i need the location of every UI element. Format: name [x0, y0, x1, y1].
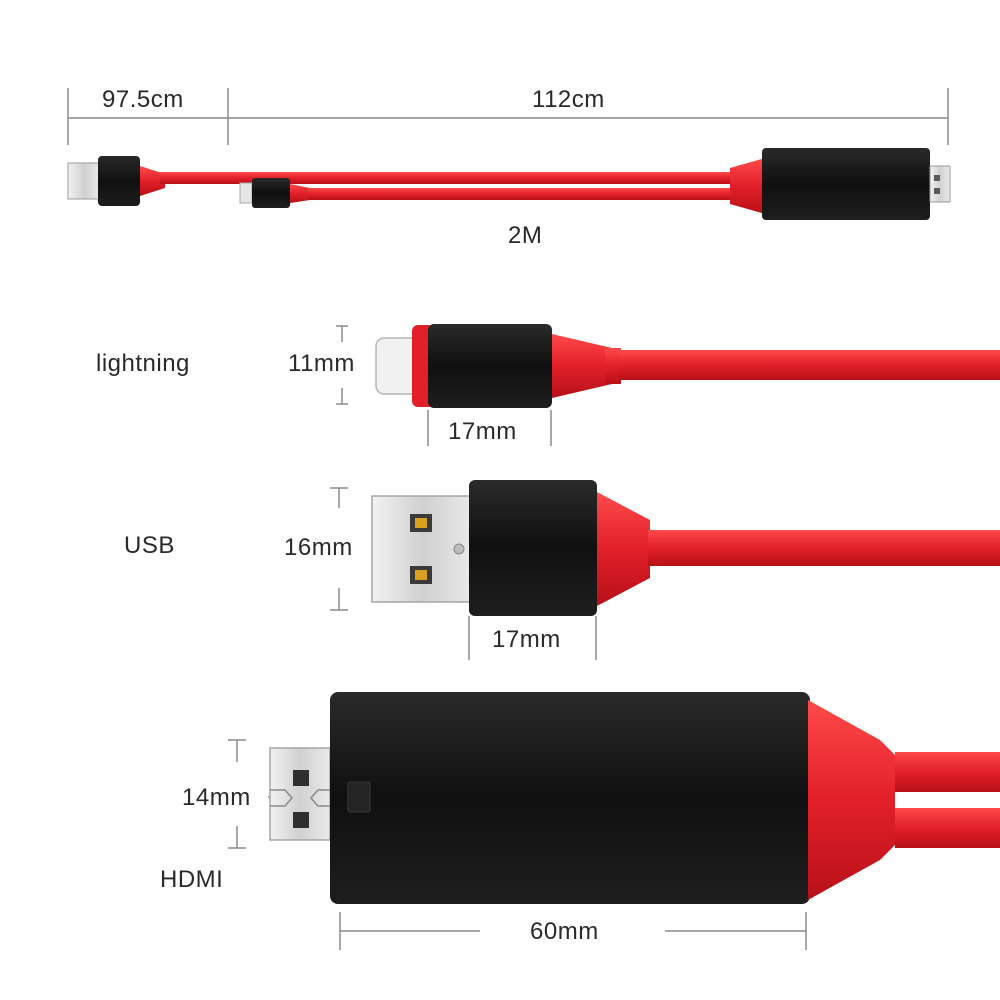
usb-detail: [330, 480, 1000, 660]
usb-segment-length-label: 97.5cm: [102, 86, 184, 113]
usb-name-label: USB: [124, 532, 175, 559]
usb-body: [469, 480, 597, 616]
hdmi-detail: [228, 692, 1000, 950]
lightning-wire: [618, 350, 1000, 380]
hdmi-name-label: HDMI: [160, 866, 224, 893]
lightning-body: [428, 324, 552, 408]
overview-bottom-wire: [308, 188, 735, 200]
main-segment-length-label: 112cm: [532, 86, 605, 113]
hdmi-strain-relief: [808, 700, 900, 900]
usb-strain-relief: [597, 492, 650, 606]
overview-usb-body: [98, 156, 140, 206]
total-length-label: 2M: [508, 222, 543, 249]
overview-cable: [67, 148, 951, 220]
lightning-width-label: 17mm: [448, 418, 517, 445]
overview-lightning-body: [252, 178, 290, 208]
overview-top-wire: [160, 172, 735, 184]
hdmi-width-label: 60mm: [530, 918, 599, 945]
hdmi-wire-top: [895, 752, 1000, 792]
overview-usb-strain-relief: [140, 166, 165, 196]
usb-wire: [648, 530, 1000, 566]
overview-usb-metal: [67, 162, 101, 200]
overview-lightning-strain: [290, 184, 310, 203]
lightning-name-label: lightning: [96, 350, 190, 377]
lightning-detail: [336, 324, 1000, 446]
overview-hdmi-metal: [929, 165, 951, 203]
overview-hdmi-body: [762, 148, 930, 220]
usb-height-label: 16mm: [284, 534, 353, 561]
overview-hdmi-strain: [730, 158, 765, 214]
lightning-strain-relief: [552, 334, 612, 398]
usb-width-label: 17mm: [492, 626, 561, 653]
hdmi-body: [330, 692, 810, 904]
hdmi-height-label: 14mm: [182, 784, 251, 811]
lightning-height-label: 11mm: [288, 350, 355, 377]
overview-lightning-metal: [239, 182, 253, 204]
hdmi-wire-bottom: [895, 808, 1000, 848]
overview-dimension-lines: [67, 88, 949, 145]
